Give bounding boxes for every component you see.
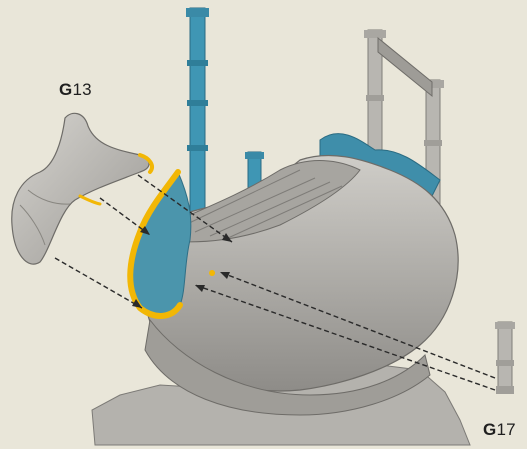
label-g17: G17 <box>483 420 516 440</box>
label-g13-number: 13 <box>72 80 91 99</box>
label-g17-letter: G <box>483 420 496 439</box>
glue-dot <box>209 270 215 276</box>
label-g17-number: 17 <box>496 420 515 439</box>
part-g17 <box>495 322 515 394</box>
label-g13-letter: G <box>59 80 72 99</box>
label-g13: G13 <box>59 80 92 100</box>
